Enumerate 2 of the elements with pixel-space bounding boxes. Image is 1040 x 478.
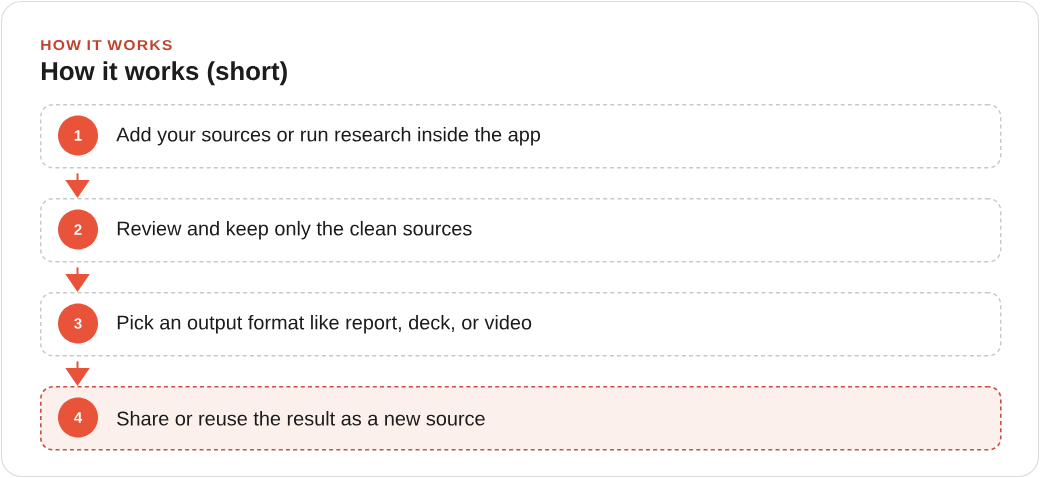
heading: How it works (short) bbox=[41, 61, 287, 86]
section-label: HOW IT WORKS bbox=[41, 40, 172, 51]
